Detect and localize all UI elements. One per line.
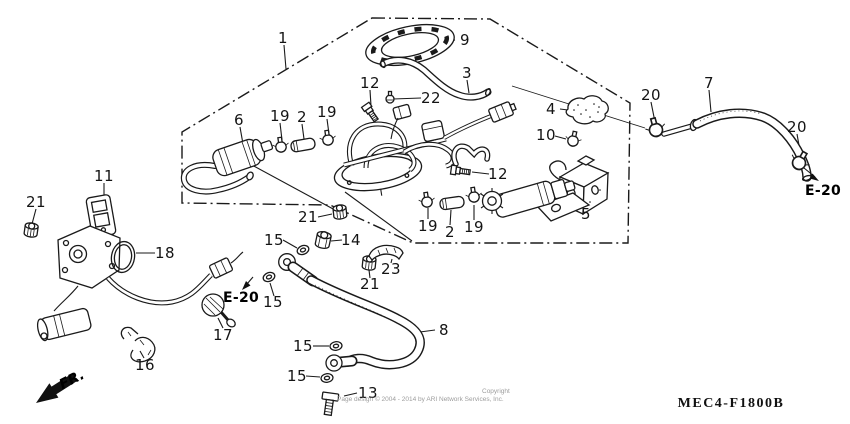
part-18-oring: [110, 240, 136, 274]
part-callout: 1: [278, 29, 288, 47]
part-callout: 19: [270, 107, 290, 125]
part-callout: 21: [26, 193, 46, 211]
part-4-foam: [565, 95, 609, 125]
part-callout: 19: [418, 217, 438, 235]
part-callout: 17: [213, 326, 233, 344]
part-17-joint: [201, 293, 236, 328]
part-callout: 9: [460, 31, 470, 49]
part-15-washer: [261, 270, 277, 284]
watermark-line2: Page design © 2004 - 2014 by ARI Network…: [337, 396, 504, 403]
section-ref-e20-left: E-20: [222, 290, 260, 306]
part-9-retainer-ring: [365, 23, 455, 67]
part-callout: 19: [317, 103, 337, 121]
part-2-tube: [438, 195, 466, 211]
part-12-screw-upper: [360, 101, 381, 124]
part-7-hose: [661, 108, 813, 182]
part-14-nut: [314, 231, 332, 249]
part-callout: 14: [341, 231, 361, 249]
part-callout: 15: [263, 293, 283, 311]
part-8-fuel-hose: [278, 253, 425, 372]
part-22-clip: [385, 90, 395, 104]
part-23-clip: [368, 244, 404, 261]
part-1-pump-module: [333, 101, 517, 196]
part-callout: 15: [264, 231, 284, 249]
part-callout: 15: [287, 367, 307, 385]
part-15-washer: [295, 243, 311, 257]
part-19-clamp: [318, 128, 338, 147]
part-callout: 3: [462, 64, 472, 82]
part-callout: 20: [787, 118, 807, 136]
diagram-part-code: MEC4-F1800B: [677, 396, 785, 411]
part-callout: 20: [641, 86, 661, 104]
part-callout: 23: [381, 260, 401, 278]
watermark-line1: Copyright: [482, 388, 510, 395]
part-12-screw-right: [449, 164, 472, 178]
assembly-boundary: [181, 17, 631, 244]
part-3-hose: [379, 56, 492, 101]
fr-arrow: [36, 373, 78, 403]
part-callout: 8: [439, 321, 449, 339]
part-19-clamp: [417, 190, 437, 209]
part-callout: 4: [546, 100, 556, 118]
part-13-banjo-bolt: [321, 391, 340, 417]
part-callout: 2: [445, 223, 455, 241]
part-2-tube: [289, 136, 317, 154]
part-11-fuel-sender: [36, 194, 244, 342]
part-callout: 18: [155, 244, 175, 262]
part-6-fuel-filter: [180, 138, 274, 195]
part-callout: 21: [360, 275, 380, 293]
part-callout: 22: [421, 89, 441, 107]
part-callout: 6: [234, 111, 244, 129]
part-21-nut: [23, 221, 40, 239]
part-callout: 2: [297, 108, 307, 126]
part-19-clamp: [464, 185, 484, 204]
part-15-washer: [319, 372, 335, 384]
part-callout: 15: [293, 337, 313, 355]
part-10-clamp: [563, 129, 584, 149]
part-callout: 19: [464, 218, 484, 236]
e20-arrow-left: [242, 276, 254, 290]
part-21-nut: [332, 203, 348, 221]
part-callout: 10: [536, 126, 556, 144]
part-callout: 13: [358, 384, 378, 402]
part-callout: 12: [488, 165, 508, 183]
part-callout: 16: [135, 356, 155, 374]
part-15-washer: [328, 340, 344, 352]
part-callout: 7: [704, 74, 714, 92]
part-16-clips: [120, 326, 156, 363]
part-callout: 11: [94, 167, 114, 185]
part-callout: 5: [581, 205, 591, 223]
part-callout: 21: [298, 208, 318, 226]
part-callout: 12: [360, 74, 380, 92]
part-19-clamp: [271, 135, 291, 154]
e20-arrow-right: [803, 167, 819, 181]
harness-connector: [488, 101, 517, 123]
fuel-pump-body: [480, 179, 591, 222]
section-ref-e20-right: E-20: [804, 183, 842, 199]
